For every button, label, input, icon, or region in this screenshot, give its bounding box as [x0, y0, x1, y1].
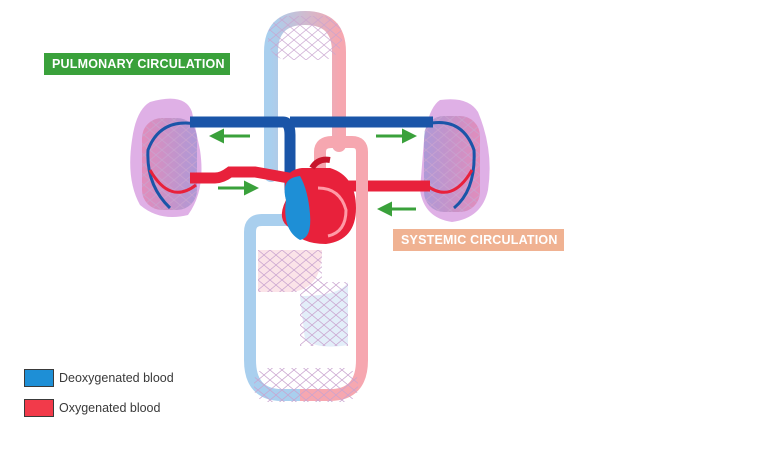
pulmonary-vein: [190, 166, 430, 192]
legend-label-oxygenated: Oxygenated blood: [59, 401, 161, 415]
oxygenated-swatch: [24, 399, 54, 417]
legend-oxygenated: Oxygenated blood: [24, 397, 160, 419]
right-lung-capillaries: [424, 116, 480, 212]
legend-deoxygenated: Deoxygenated blood: [24, 367, 174, 389]
legend-label-deoxygenated: Deoxygenated blood: [59, 371, 174, 385]
flow-arrows: [209, 128, 417, 217]
left-lung-capillaries: [142, 118, 197, 210]
heart: [281, 156, 356, 244]
pulmonary-artery: [190, 116, 433, 190]
lower-body-capillaries: [254, 368, 358, 402]
upper-body-loop: [264, 10, 346, 182]
deoxygenated-swatch: [24, 369, 54, 387]
organ-capillaries: [258, 250, 348, 347]
systemic-circulation-label: SYSTEMIC CIRCULATION: [393, 229, 564, 251]
pulmonary-circulation-label: PULMONARY CIRCULATION: [44, 53, 230, 75]
